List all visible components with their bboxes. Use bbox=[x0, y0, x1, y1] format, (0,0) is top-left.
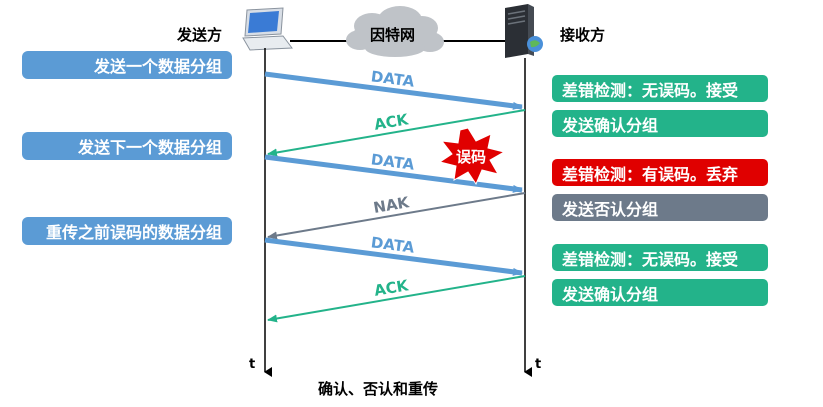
server-icon bbox=[505, 4, 543, 58]
receiver-time-label: t bbox=[535, 357, 541, 372]
sender-step-2: 发送下一个数据分组 bbox=[22, 132, 232, 160]
error-burst-label: 误码 bbox=[456, 148, 486, 166]
sender-step-1: 发送一个数据分组 bbox=[22, 51, 232, 79]
sender-time-label: t bbox=[249, 357, 255, 372]
receiver-step-6: 发送确认分组 bbox=[551, 278, 769, 307]
receiver-step-5: 差错检测：无误码。接受 bbox=[551, 243, 769, 272]
message-label-ack-1: ACK bbox=[373, 110, 411, 134]
message-arrow-ack-2 bbox=[267, 275, 526, 323]
message-arrow-data-1 bbox=[264, 71, 523, 110]
message-arrow-nak bbox=[267, 192, 526, 240]
diagram-title: 确认、否认和重传 bbox=[318, 380, 439, 398]
receiver-step-3: 差错检测：有误码。丢弃 bbox=[551, 158, 769, 187]
sender-label: 发送方 bbox=[177, 26, 223, 44]
error-burst-icon: 误码 bbox=[438, 127, 506, 186]
receiver-step-1: 差错检测：无误码。接受 bbox=[551, 74, 769, 103]
message-arrow-data-2 bbox=[264, 154, 523, 193]
laptop-icon bbox=[242, 7, 293, 51]
internet-cloud-icon bbox=[346, 6, 444, 57]
message-label-ack-2: ACK bbox=[373, 276, 411, 300]
receiver-label: 接收方 bbox=[560, 26, 606, 44]
message-arrow-data-3 bbox=[264, 237, 523, 276]
receiver-step-4: 发送否认分组 bbox=[551, 193, 769, 222]
sender-step-3: 重传之前误码的数据分组 bbox=[22, 217, 232, 245]
network-label: 因特网 bbox=[370, 26, 416, 44]
message-label-data-2: DATA bbox=[370, 150, 416, 173]
message-arrow-ack-1 bbox=[267, 109, 526, 157]
message-label-data-1: DATA bbox=[370, 67, 416, 90]
message-label-data-3: DATA bbox=[370, 233, 416, 256]
receiver-step-2: 发送确认分组 bbox=[551, 109, 769, 138]
